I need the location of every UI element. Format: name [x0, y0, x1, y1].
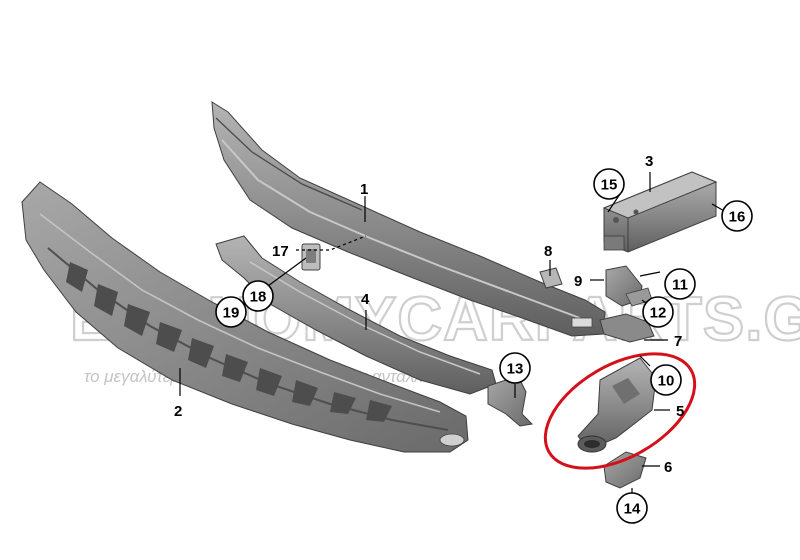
- part-end-cap: [603, 451, 647, 489]
- callout-19: 19: [223, 305, 240, 322]
- callout-7: 7: [674, 333, 682, 350]
- callout-14: 14: [624, 501, 641, 518]
- callout-15: 15: [601, 177, 618, 194]
- callout-5: 5: [676, 403, 684, 420]
- callout-3: 3: [645, 153, 653, 170]
- callout-2: 2: [174, 403, 182, 420]
- part-lower-absorber: [21, 181, 469, 453]
- part-box-bracket: [602, 171, 718, 253]
- part-end-bracket: [487, 375, 534, 427]
- callout-4: 4: [361, 291, 370, 308]
- callouts-plain: 1 2 3 4 5 6 7 8 9 17: [174, 153, 684, 476]
- callout-16: 16: [729, 209, 746, 226]
- part-clip: [539, 267, 563, 289]
- highlight-ellipse: [543, 352, 697, 470]
- callout-11: 11: [672, 277, 688, 294]
- callout-1: 1: [360, 181, 368, 198]
- callout-8: 8: [544, 243, 552, 260]
- callout-10: 10: [658, 373, 675, 390]
- callout-12: 12: [650, 305, 667, 322]
- callout-9: 9: [574, 273, 582, 290]
- callouts-circled: 10 11 12 13 14 15 16 18 19: [215, 168, 753, 524]
- callout-13: 13: [507, 361, 524, 378]
- part-crash-box: [577, 357, 657, 453]
- callout-6: 6: [664, 459, 672, 476]
- callout-17: 17: [272, 243, 289, 260]
- callout-18: 18: [250, 289, 267, 306]
- part-small-brackets: [599, 265, 655, 343]
